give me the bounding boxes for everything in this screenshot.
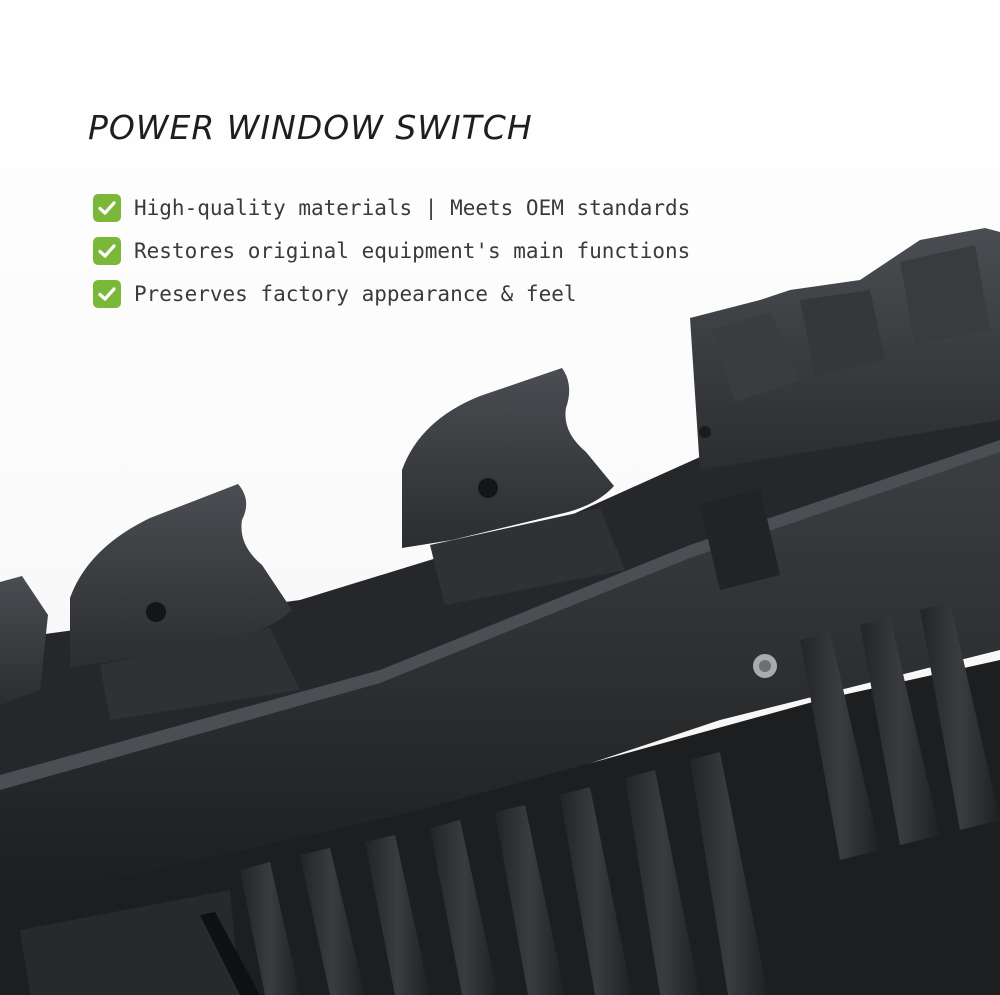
check-mark-icon	[93, 236, 121, 265]
rocker-button-2	[70, 484, 292, 668]
feature-text: Restores original equipment's main funct…	[134, 238, 691, 263]
rocker-button-3	[402, 368, 614, 548]
check-mark-icon	[93, 279, 121, 308]
check-mark-icon	[93, 193, 121, 222]
feature-text: High-quality materials | Meets OEM stand…	[134, 195, 691, 220]
rocker-button-1	[0, 576, 48, 705]
connector-fins	[240, 602, 1000, 995]
feature-item: High-quality materials | Meets OEM stand…	[93, 186, 690, 229]
feature-text: Preserves factory appearance & feel	[134, 281, 577, 306]
feature-list: High-quality materials | Meets OEM stand…	[93, 186, 690, 315]
feature-item: Preserves factory appearance & feel	[93, 272, 690, 315]
feature-item: Restores original equipment's main funct…	[93, 229, 690, 272]
page-title: POWER WINDOW SWITCH	[88, 108, 533, 147]
